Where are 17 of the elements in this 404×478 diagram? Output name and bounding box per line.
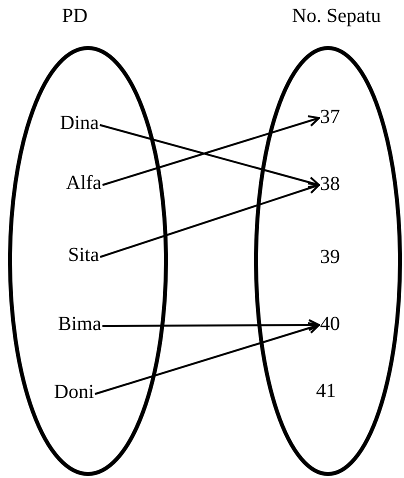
arrow [102, 115, 320, 186]
set-element: Doni [54, 381, 94, 403]
set-element: Alfa [66, 172, 102, 194]
set-heading: No. Sepatu [292, 4, 381, 28]
set-element: Dina [60, 112, 99, 134]
set-element: 38 [320, 173, 340, 195]
set-element: 39 [320, 246, 340, 268]
arrow [94, 322, 320, 395]
set-element: Bima [58, 313, 102, 335]
set-element: 37 [320, 106, 340, 128]
set-element: Sita [68, 244, 100, 266]
arrow [102, 319, 320, 332]
set-heading: PD [62, 4, 88, 28]
set-element: 41 [316, 380, 336, 402]
arrow [100, 182, 320, 258]
arrow [100, 124, 320, 188]
set-element: 40 [320, 313, 340, 335]
